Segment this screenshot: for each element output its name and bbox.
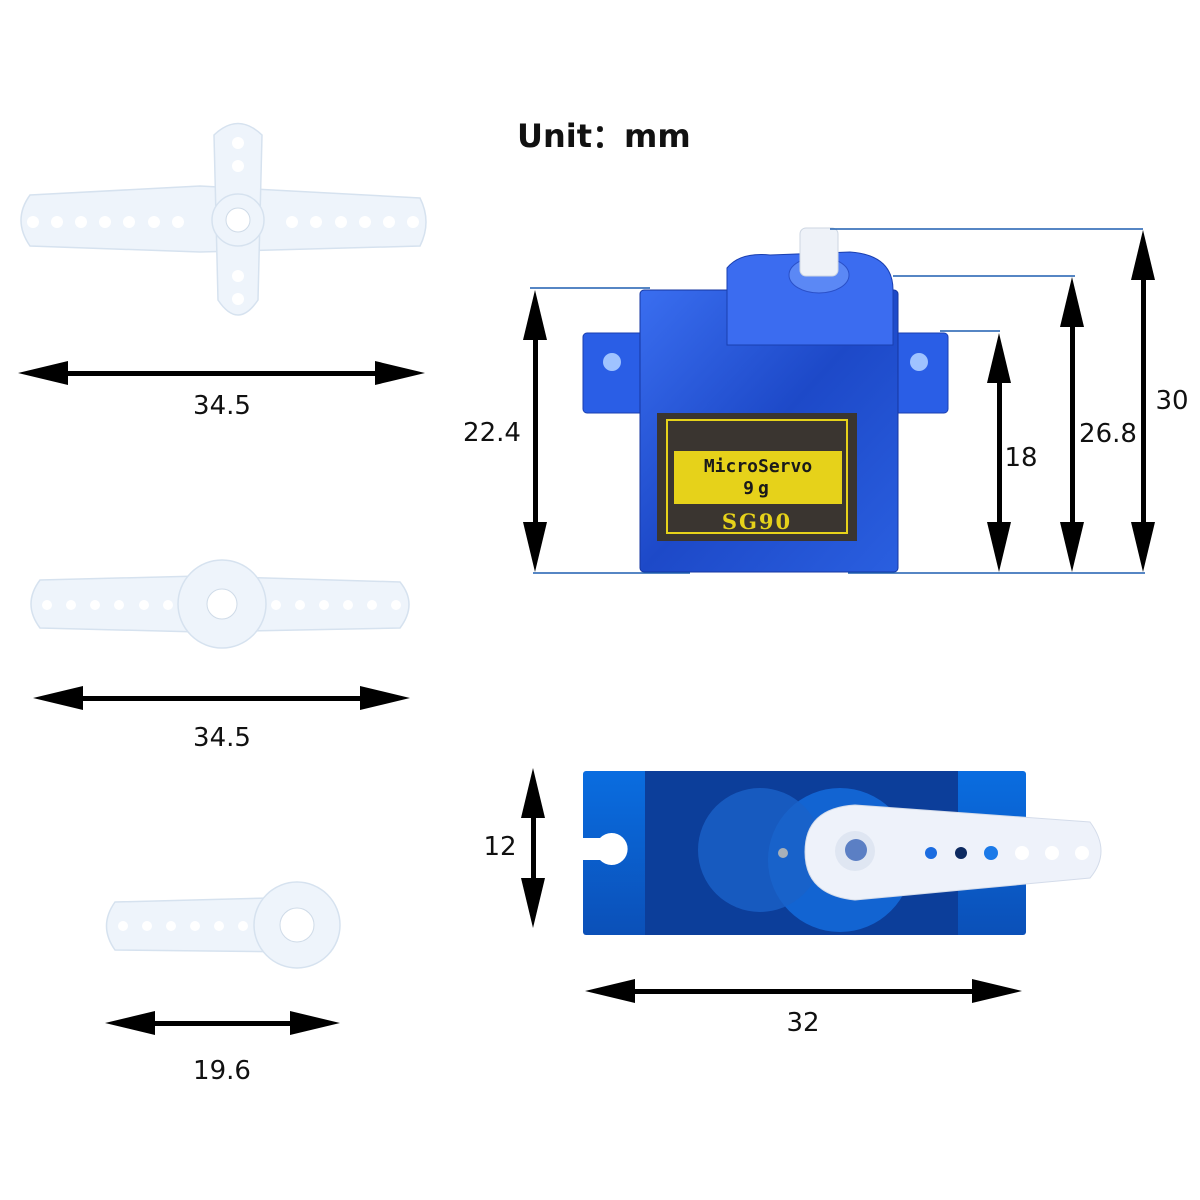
- cross-horn-dimension-arrow: [18, 361, 425, 385]
- height-body-label: 22.4: [463, 418, 521, 448]
- height-18-arrow: [987, 333, 1011, 572]
- height-tabs-label: 18: [1004, 443, 1037, 473]
- top-length-32-arrow: [585, 979, 1022, 1003]
- single-horn-holes: [118, 907, 315, 943]
- top-length-label: 32: [786, 1008, 819, 1038]
- height-22-4-arrow: [523, 290, 547, 572]
- servo-label-weight: 9g: [743, 478, 773, 499]
- unit-label: Unit：mm: [517, 117, 691, 155]
- servo-front-view: MicroServo 9g SG90: [582, 227, 949, 573]
- servo-top-view: [583, 771, 1102, 935]
- height-30-arrow: [1131, 230, 1155, 572]
- top-width-12-arrow: [521, 768, 545, 928]
- double-horn-holes: [42, 588, 401, 620]
- height-total-label: 30: [1155, 386, 1188, 416]
- single-horn-length-label: 19.6: [193, 1056, 251, 1086]
- single-horn-dimension-arrow: [105, 1011, 340, 1035]
- servo-label-name: MicroServo: [704, 456, 812, 477]
- servo-label-model: SG90: [722, 509, 792, 534]
- cross-horn-holes: [27, 137, 419, 305]
- top-width-label: 12: [483, 832, 516, 862]
- front-extension-lines: [530, 228, 1145, 574]
- double-horn-dimension-arrow: [33, 686, 410, 710]
- cross-horn-length-label: 34.5: [193, 391, 251, 421]
- height-top-label: 26.8: [1079, 419, 1137, 449]
- height-26-8-arrow: [1060, 277, 1084, 572]
- double-horn-length-label: 34.5: [193, 723, 251, 753]
